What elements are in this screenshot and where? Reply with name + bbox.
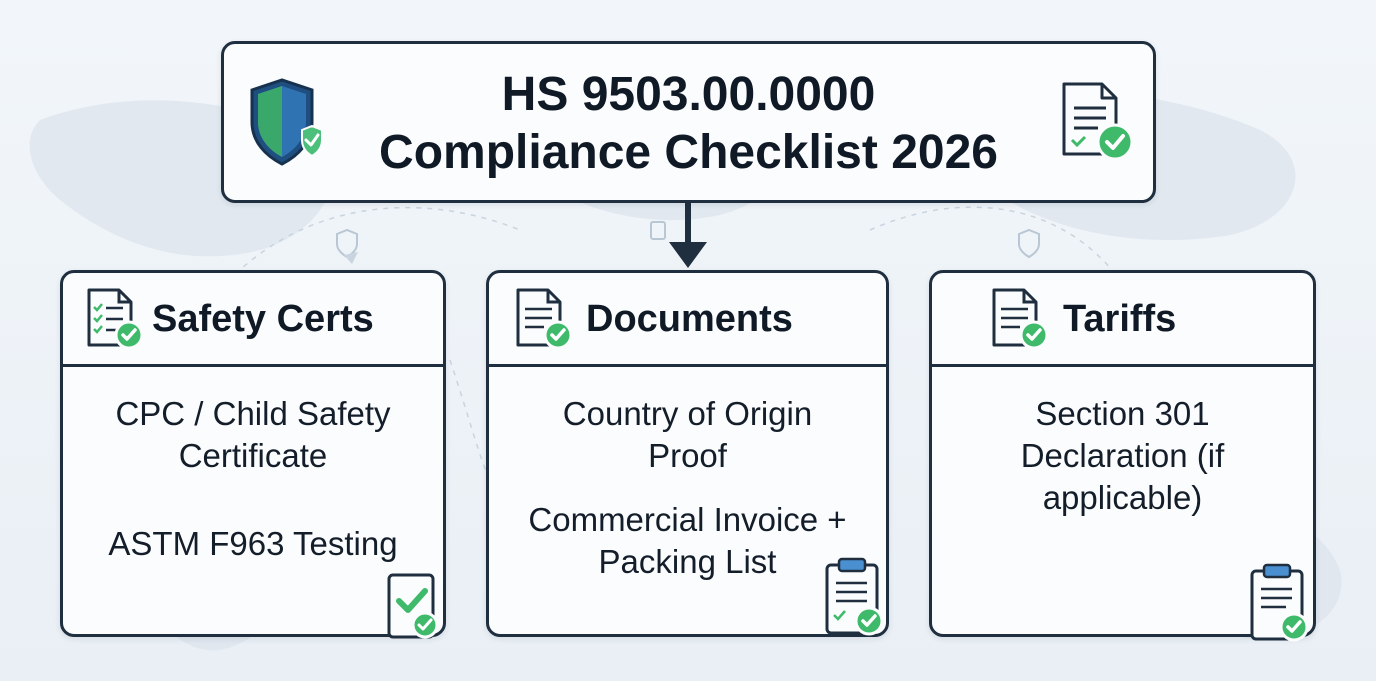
title-line-2: Compliance Checklist 2026 <box>379 126 998 179</box>
card-tariffs: Tariffs Section 301 Declaration (if appl… <box>929 270 1316 642</box>
title-box: HS 9503.00.0000 Compliance Checklist 202… <box>221 41 1156 203</box>
document-check-icon <box>516 288 573 350</box>
clipboard-check-icon <box>825 557 884 636</box>
card-title: Tariffs <box>1063 298 1177 340</box>
list-item: CPC / Child Safety Certificate <box>115 395 391 474</box>
list-item: ASTM F963 Testing <box>108 525 398 562</box>
checklist-document-icon <box>87 288 144 350</box>
clipboard-check-icon <box>1250 563 1309 642</box>
title-line-1: HS 9503.00.0000 <box>501 68 876 121</box>
list-item: Section 301 Declaration (if applicable) <box>1020 395 1225 516</box>
card-documents: Documents Country of Origin Proof Commer… <box>486 270 889 637</box>
card-body: Section 301 Declaration (if applicable) <box>932 367 1313 634</box>
document-check-icon <box>1062 82 1134 161</box>
page-title: HS 9503.00.0000 Compliance Checklist 202… <box>324 66 1053 182</box>
certificate-check-icon <box>387 573 439 639</box>
list-item: Commercial Invoice + Packing List <box>528 501 847 580</box>
card-header: Tariffs <box>932 273 1313 367</box>
card-header: Safety Certs <box>63 273 443 367</box>
list-item: Country of Origin Proof <box>562 395 813 474</box>
card-body: CPC / Child Safety Certificate ASTM F963… <box>63 367 443 634</box>
card-safety-certs: Safety Certs CPC / Child Safety Certific… <box>60 270 446 639</box>
card-title: Documents <box>586 298 793 340</box>
card-title: Safety Certs <box>152 298 374 340</box>
card-header: Documents <box>489 273 886 367</box>
card-body: Country of Origin Proof Commercial Invoi… <box>489 367 886 634</box>
document-check-icon <box>992 288 1049 350</box>
shield-check-icon <box>250 78 323 166</box>
